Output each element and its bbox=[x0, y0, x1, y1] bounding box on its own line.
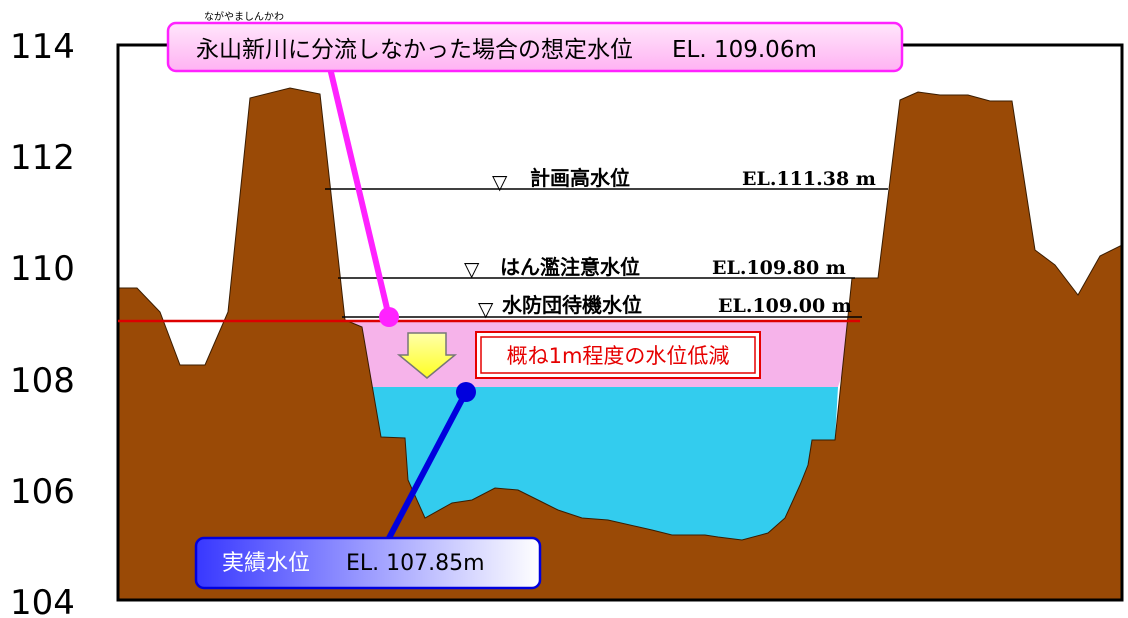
actual-level-callout bbox=[194, 536, 542, 590]
y-tick-label: 112 bbox=[10, 138, 75, 178]
standby-water-label: 水防団待機水位 bbox=[502, 293, 642, 317]
assumed-callout-value: EL. 109.06m bbox=[672, 37, 817, 63]
level-marker-icon: ▽ bbox=[464, 257, 480, 281]
actual-callout-text: 実績水位 bbox=[222, 551, 310, 576]
assumed-callout-ruby: ながやましんかわ bbox=[204, 10, 284, 23]
y-tick-label: 104 bbox=[10, 583, 75, 618]
flood-warning-value: EL.109.80 m bbox=[712, 257, 846, 279]
ground-profile bbox=[117, 87, 1123, 601]
planned-high-water-value: EL.111.38 m bbox=[742, 168, 876, 190]
reduction-label-box bbox=[475, 331, 761, 379]
assumed-callout-dot bbox=[379, 307, 399, 327]
level-marker-icon: ▽ bbox=[492, 170, 508, 194]
actual-callout-dot bbox=[456, 382, 476, 402]
y-tick-label: 110 bbox=[10, 249, 75, 289]
reduction-label: 概ね1m程度の水位低減 bbox=[507, 344, 730, 368]
downward-arrow-icon bbox=[396, 332, 458, 379]
y-tick-label: 106 bbox=[10, 472, 75, 512]
y-tick-label: 114 bbox=[10, 27, 75, 67]
y-axis: 114 112 110 108 106 104 bbox=[10, 27, 75, 618]
y-tick-label: 108 bbox=[10, 361, 75, 401]
reduction-label-inner-border bbox=[480, 336, 756, 374]
level-marker-icon: ▽ bbox=[478, 297, 494, 321]
actual-water-area bbox=[372, 387, 838, 540]
flood-warning-label: はん濫注意水位 bbox=[500, 255, 640, 279]
assumed-callout-text: 永山新川に分流しなかった場合の想定水位 bbox=[196, 37, 633, 63]
actual-callout-value: EL. 107.85m bbox=[346, 551, 485, 576]
assumed-level-callout bbox=[166, 21, 904, 73]
planned-high-water-label: 計画高水位 bbox=[530, 166, 630, 190]
standby-water-value: EL.109.00 m bbox=[718, 295, 852, 317]
actual-callout-leader bbox=[385, 390, 469, 542]
assumed-callout-leader bbox=[327, 67, 392, 318]
